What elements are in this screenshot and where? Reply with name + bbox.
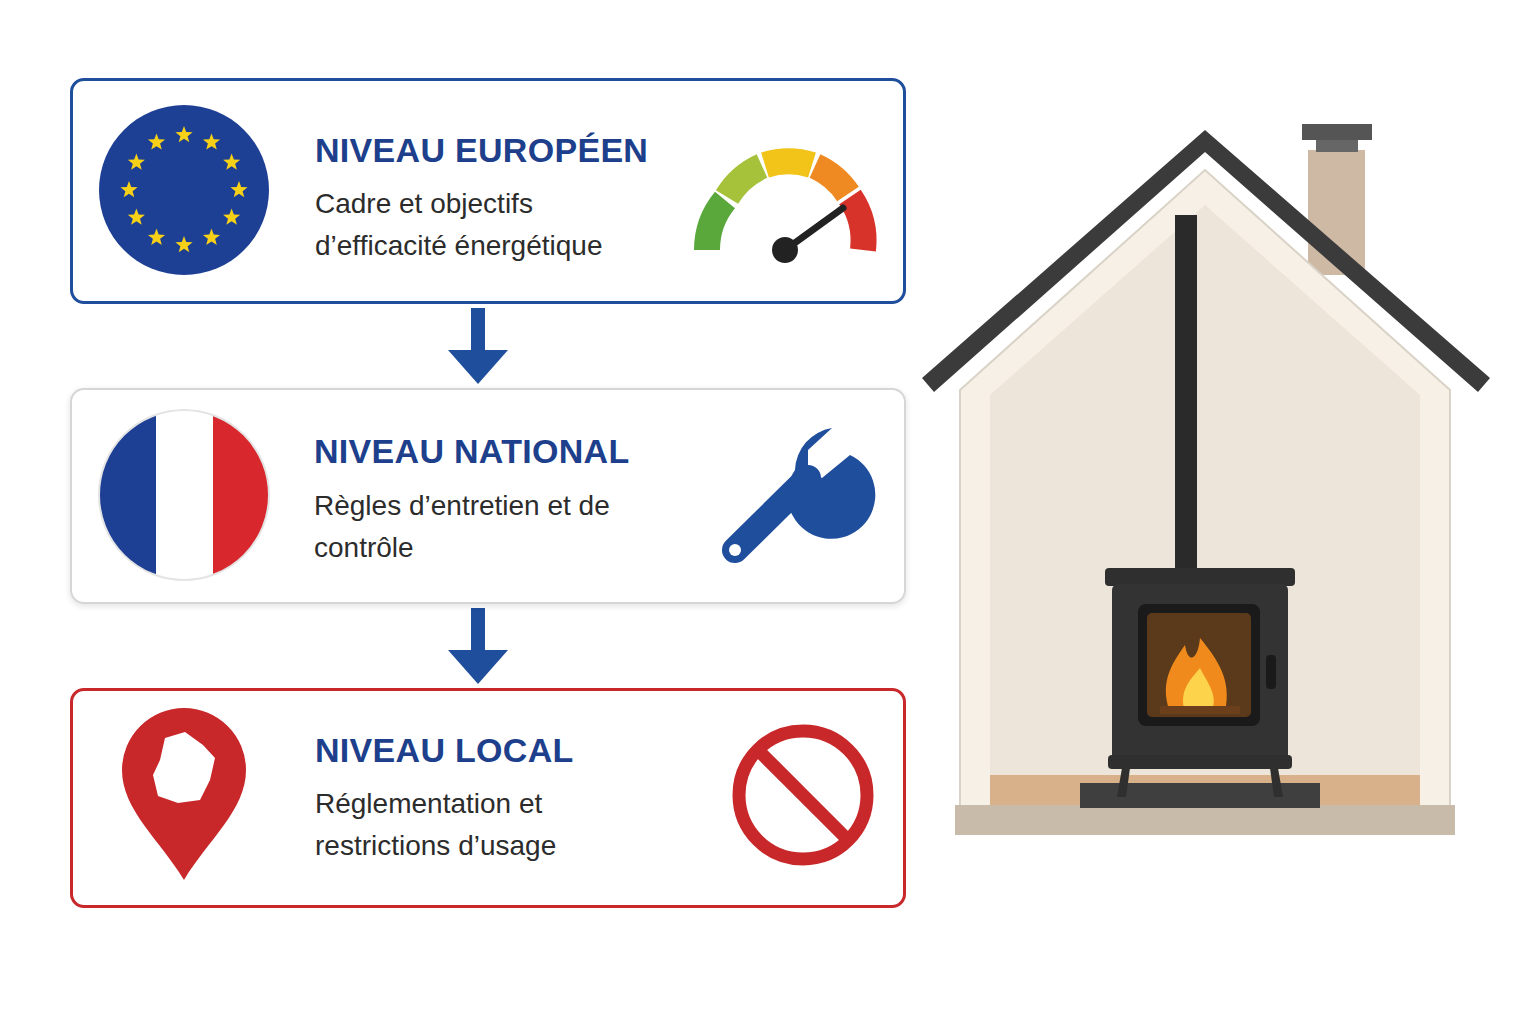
level-box: NIVEAU NATIONAL Règles d’entretien et de … xyxy=(70,388,906,604)
gauge-icon xyxy=(707,161,864,263)
level-title: NIVEAU LOCAL xyxy=(315,731,574,770)
level-description: Réglementation et restrictions d’usage xyxy=(315,783,665,867)
level-title: NIVEAU EUROPÉEN xyxy=(315,131,648,170)
level-box: NIVEAU LOCAL Réglementation et restrictio… xyxy=(70,688,906,908)
wrench-icon xyxy=(729,428,875,556)
level-description: Cadre et objectifs d’efficacité énergéti… xyxy=(315,183,665,267)
location-pin-icon xyxy=(122,708,246,880)
down-arrow xyxy=(448,608,508,684)
down-arrow xyxy=(448,308,508,384)
level-box: NIVEAU EUROPÉEN Cadre et objectifs d’effi… xyxy=(70,78,906,304)
eu-flag-icon xyxy=(99,105,269,275)
level-title: NIVEAU NATIONAL xyxy=(314,432,630,471)
house-illustration xyxy=(922,124,1490,835)
france-flag-icon xyxy=(99,410,270,580)
level-description: Règles d’entretien et de contrôle xyxy=(314,485,664,569)
prohibited-icon xyxy=(739,731,867,859)
